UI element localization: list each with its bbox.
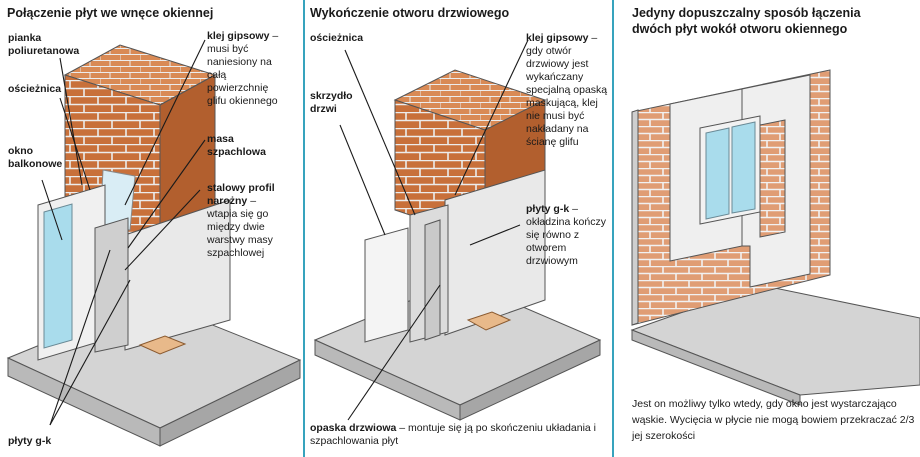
panel-3-drawing — [630, 69, 920, 406]
board-cutout-right — [759, 119, 786, 238]
panel-3-title: Jedyny dopuszczalny sposób łączenia dwóc… — [632, 6, 861, 36]
panel-1-drawing — [6, 44, 302, 447]
panel-2-leaders — [339, 39, 529, 421]
label-opaska-title: opaska drzwiowa — [310, 422, 397, 434]
label-klej-2-desc: – gdy otwór drzwiowy jest wykańczany spe… — [526, 32, 608, 148]
label-oscieznica: ościeżnica — [8, 83, 62, 95]
label-masa: masa szpachlowa — [207, 133, 266, 158]
panel-2-title: Wykończenie otworu drzwiowego — [310, 6, 510, 20]
label-klej: klej gipsowy – musi być naniesiony na ca… — [207, 30, 289, 108]
label-klej-2: klej gipsowy – gdy otwór drzwiowy jest w… — [526, 32, 608, 149]
label-opaska-desc: – montuje się ją po skończeniu układania… — [310, 422, 596, 447]
jamb-profile-panel-1 — [94, 217, 129, 353]
wall-floor-front — [631, 329, 801, 406]
door-trim — [424, 219, 441, 341]
door-leaf — [364, 227, 409, 343]
label-plyty-2-desc: – okładzina kończy się równo z otworem d… — [526, 203, 606, 267]
floor-tile-panel-2 — [466, 311, 512, 331]
panel-1-leaders — [41, 39, 206, 426]
panel-divider-1 — [303, 0, 305, 457]
label-profil: stalowy profil narożny – wtapia się go m… — [207, 182, 289, 260]
panel-2-drawing — [313, 69, 602, 421]
concrete-slab-side — [159, 359, 301, 447]
label-skrzydlo: skrzydło drzwi — [310, 90, 353, 115]
label-oscieznica-2: ościeżnica — [310, 32, 364, 44]
window-pane-right — [731, 121, 756, 214]
panel-divider-2 — [612, 0, 614, 457]
label-okno: okno balkonowe — [8, 145, 63, 170]
window-pane-left — [705, 127, 730, 220]
label-opaska: opaska drzwiowa – montuje się ją po skoń… — [310, 422, 605, 448]
label-klej-desc: – musi być naniesiony na całą powierzchn… — [207, 30, 279, 107]
label-profil-desc: – wtapia się go między dwie warstwy masy… — [207, 195, 273, 259]
panel-3-note: Jest on możliwy tylko wtedy, gdy okno je… — [632, 398, 915, 442]
label-profil-title: stalowy profil narożny — [207, 182, 275, 207]
label-pianka: pianka poliuretanowa — [8, 32, 80, 57]
label-plyty: płyty g-k — [8, 435, 52, 447]
wall-end-face — [631, 109, 639, 326]
floor-tile-panel-1 — [138, 335, 187, 355]
window-glass-panel-1 — [43, 203, 73, 349]
panel-1-title: Połączenie płyt we wnęce okiennej — [7, 6, 214, 20]
label-plyty-2-title: płyty g-k — [526, 203, 570, 215]
concrete-slab-side — [459, 339, 601, 421]
label-klej-2-title: klej gipsowy — [526, 32, 589, 44]
label-klej-title: klej gipsowy — [207, 30, 270, 42]
label-plyty-2: płyty g-k – okładzina kończy się równo z… — [526, 203, 608, 268]
